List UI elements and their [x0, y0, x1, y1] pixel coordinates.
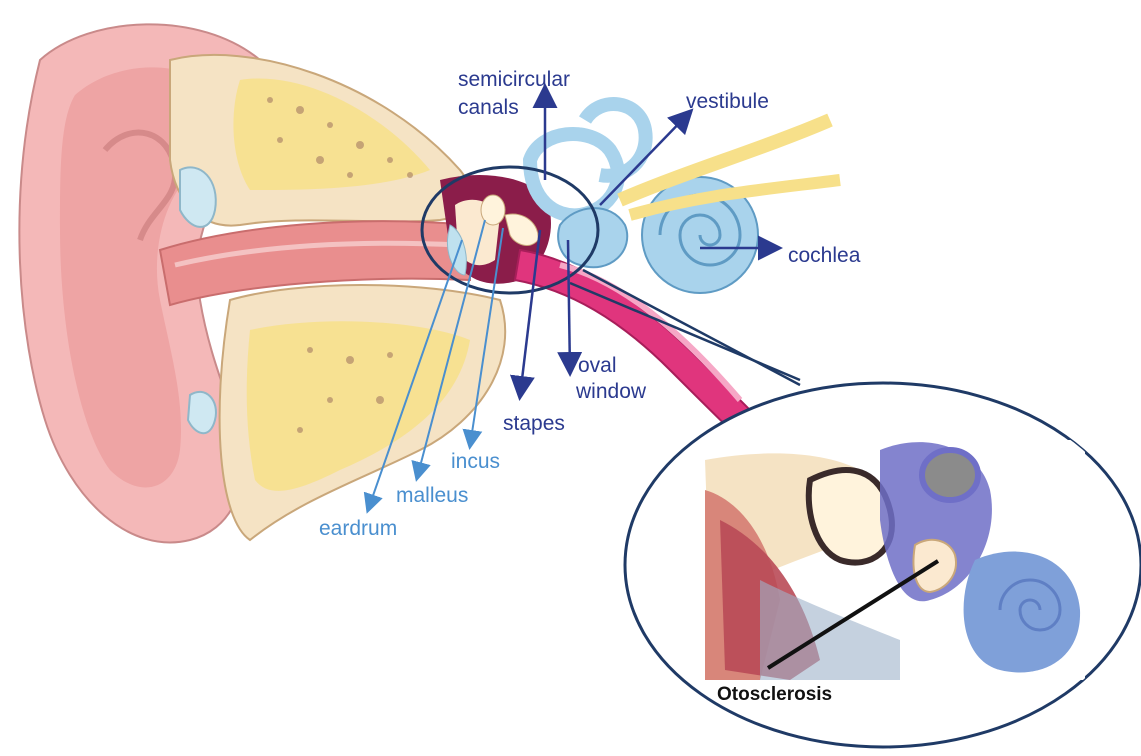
label-otosclerosis: Otosclerosis	[717, 684, 832, 705]
label-window: window	[575, 380, 647, 403]
label-cochlea: cochlea	[788, 244, 861, 267]
label-malleus: malleus	[396, 484, 468, 507]
label-vestibule: vestibule	[686, 90, 769, 113]
label-oval: oval	[578, 354, 617, 377]
label-eardrum: eardrum	[319, 517, 397, 540]
label-semicircular: semicircular	[458, 68, 570, 91]
label-incus: incus	[451, 450, 500, 473]
otosclerosis-zoom	[625, 383, 1141, 747]
label-canals: canals	[458, 96, 519, 119]
label-stapes: stapes	[503, 412, 565, 435]
